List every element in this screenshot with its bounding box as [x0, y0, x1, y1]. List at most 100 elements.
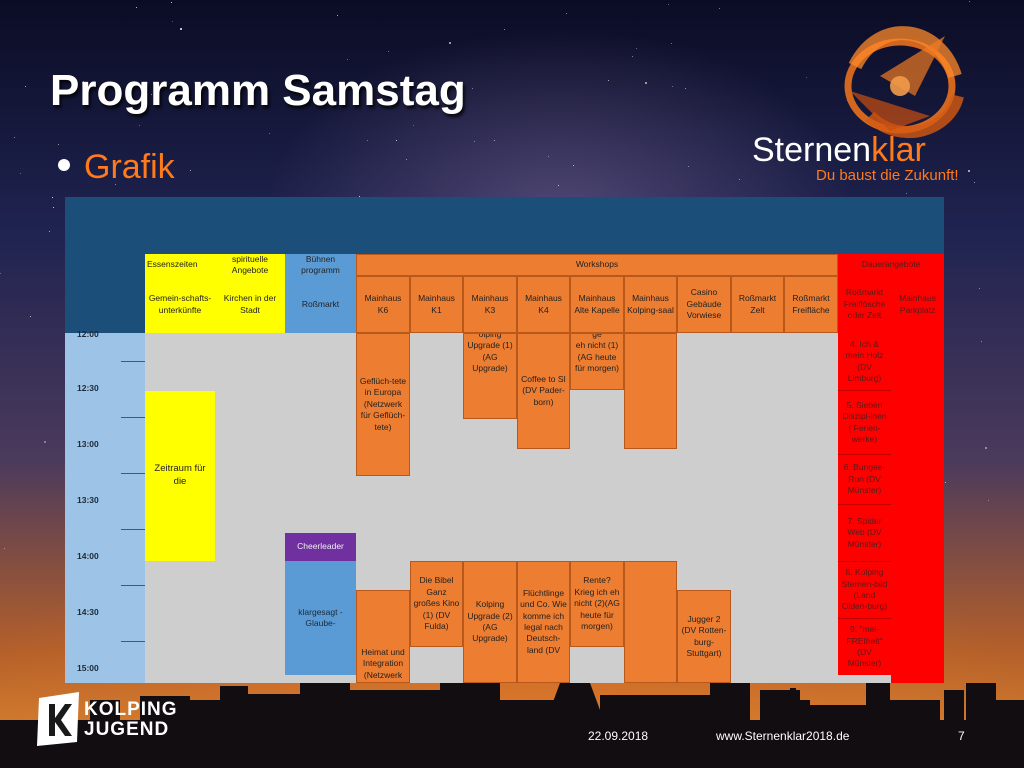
star [503, 29, 505, 31]
star [413, 125, 414, 126]
star [672, 86, 674, 88]
star [667, 4, 669, 6]
brand-name-part1: Sternen [752, 131, 872, 169]
footer-url[interactable]: www.Sternenklar2018.de [716, 729, 850, 743]
event-upgrade1-text: Upgrade (1) (AG Upgrade) [467, 340, 513, 374]
event-dauer6: 6. Bungee-Run (DV Münster) [838, 454, 891, 504]
event-krieg1-text: eh nicht (1) (AG heute für morgen) [575, 340, 619, 374]
kolping-jugend-wordmark: KOLPING JUGEND [84, 700, 178, 740]
star [471, 87, 473, 89]
time-tick [121, 417, 145, 418]
event-dauer5: 5. Sieben Diszipl-inen ( Ferien-werke) [838, 390, 891, 454]
event-gefluechtete: Geflüch-tete in Europa (Netzwerk für Gef… [356, 333, 410, 476]
category-essen: Essenszeiten [145, 254, 215, 276]
venue-w9: Roßmarkt Freifläche [784, 276, 838, 333]
star [968, 1, 970, 3]
star [48, 230, 50, 232]
star [670, 42, 672, 44]
event-rente: Rente? Krieg ich eh nicht (2)(AG heute f… [570, 561, 624, 647]
time-label: 12:00 [77, 329, 99, 339]
star [474, 140, 476, 142]
event-fluechtlinge: Flüchtlinge und Co. Wie komme ich legal … [517, 561, 570, 683]
event-w6-block [624, 333, 677, 449]
venue-spirituell: Kirchen in der Stadt [215, 276, 285, 333]
category-spirituell: spirituelle Angebote [215, 254, 285, 276]
star [395, 139, 397, 141]
time-label: 14:30 [77, 607, 99, 617]
star [987, 500, 989, 502]
event-jugger: Jugger 2 (DV Rotten-burg-Stuttgart) [677, 590, 731, 683]
star [57, 143, 59, 145]
venue-w8: Roßmarkt Zelt [731, 276, 784, 333]
time-label: 14:00 [77, 551, 99, 561]
star [449, 42, 452, 45]
time-label: 13:00 [77, 439, 99, 449]
venue-w7: Casino Gebäude Vorwiese [677, 276, 731, 333]
star [547, 156, 549, 158]
event-dauer9: 9. "mei-FREIheit" (DV Münster) [838, 618, 891, 675]
event-coffee: Coffee to SI (DV Pader-born) [517, 333, 570, 449]
event-bibel: Die Bibel Ganz großes Kino (1) (DV Fulda… [410, 561, 463, 647]
star [190, 170, 192, 172]
time-tick [121, 473, 145, 474]
event-upgrade1-cut: olping [478, 333, 502, 339]
event-krieg1: ge eh nicht (1) (AG heute für morgen) [570, 333, 624, 390]
star [337, 15, 339, 17]
star [557, 185, 559, 187]
star [138, 125, 140, 127]
time-label: 15:00 [77, 663, 99, 673]
time-tick [121, 361, 145, 362]
event-klargesagt: klargesagt -Glaube- [285, 561, 356, 675]
venue-buehne: Roßmarkt [285, 276, 356, 333]
bullet-item: Grafik [58, 148, 175, 187]
event-cheerleader: Cheerleader [285, 533, 356, 561]
star [631, 55, 633, 57]
bullet-dot-icon [58, 159, 70, 172]
kolping-k-logo-icon [37, 692, 79, 746]
star [269, 132, 271, 134]
footer-page-number: 7 [958, 729, 965, 743]
star [718, 8, 720, 10]
slide-title: Programm Samstag [50, 66, 466, 115]
star [172, 20, 174, 22]
category-dauer: Dauerangebote [838, 254, 944, 276]
star [83, 80, 85, 82]
venue-essen: Gemein-schafts-unterkünfte [145, 276, 215, 333]
star [3, 547, 5, 549]
kolping-line1: KOLPING [84, 699, 178, 720]
star [29, 315, 31, 317]
star [51, 197, 53, 198]
star [114, 183, 116, 185]
venue-w3: Mainhaus K3 [463, 276, 517, 333]
star [978, 288, 980, 290]
footer-date: 22.09.2018 [588, 729, 649, 743]
star [71, 90, 73, 92]
time-column: 12:00 12:30 13:00 13:30 14:00 14:30 15:0… [65, 329, 145, 683]
brand-slogan: Du baust die Zukunft! [816, 167, 959, 184]
star [945, 481, 947, 483]
time-tick [121, 585, 145, 586]
venue-d1: Roßmarkt Freiflösche oder Zelt [838, 276, 891, 333]
star [358, 196, 360, 198]
venue-w6: Mainhaus Kolping-saal [624, 276, 677, 333]
star [13, 137, 15, 139]
venue-w2: Mainhaus K1 [410, 276, 463, 333]
star [985, 447, 988, 450]
event-krieg1-cut: ge [592, 333, 602, 339]
schedule-graphic: 12:00 12:30 13:00 13:30 14:00 14:30 15:0… [65, 197, 944, 683]
brand-name-part2: klar [871, 131, 926, 169]
event-dauer4: 4. Ich & mein Holz (DV Limburg) [838, 333, 891, 390]
star [52, 206, 54, 208]
star [136, 7, 138, 9]
event-dauer-parkplatz [891, 333, 944, 683]
event-dauer7: 7. Spider Web (DV Münster) [838, 504, 891, 561]
event-w6-block2 [624, 561, 677, 683]
event-heimat: Heimat und Integration (Netzwerk [356, 590, 410, 683]
star [179, 28, 182, 31]
star [607, 80, 609, 82]
venue-w5: Mainhaus Alte Kapelle [570, 276, 624, 333]
bullet-text: Grafik [84, 148, 175, 186]
star [405, 158, 407, 160]
star [572, 165, 574, 167]
